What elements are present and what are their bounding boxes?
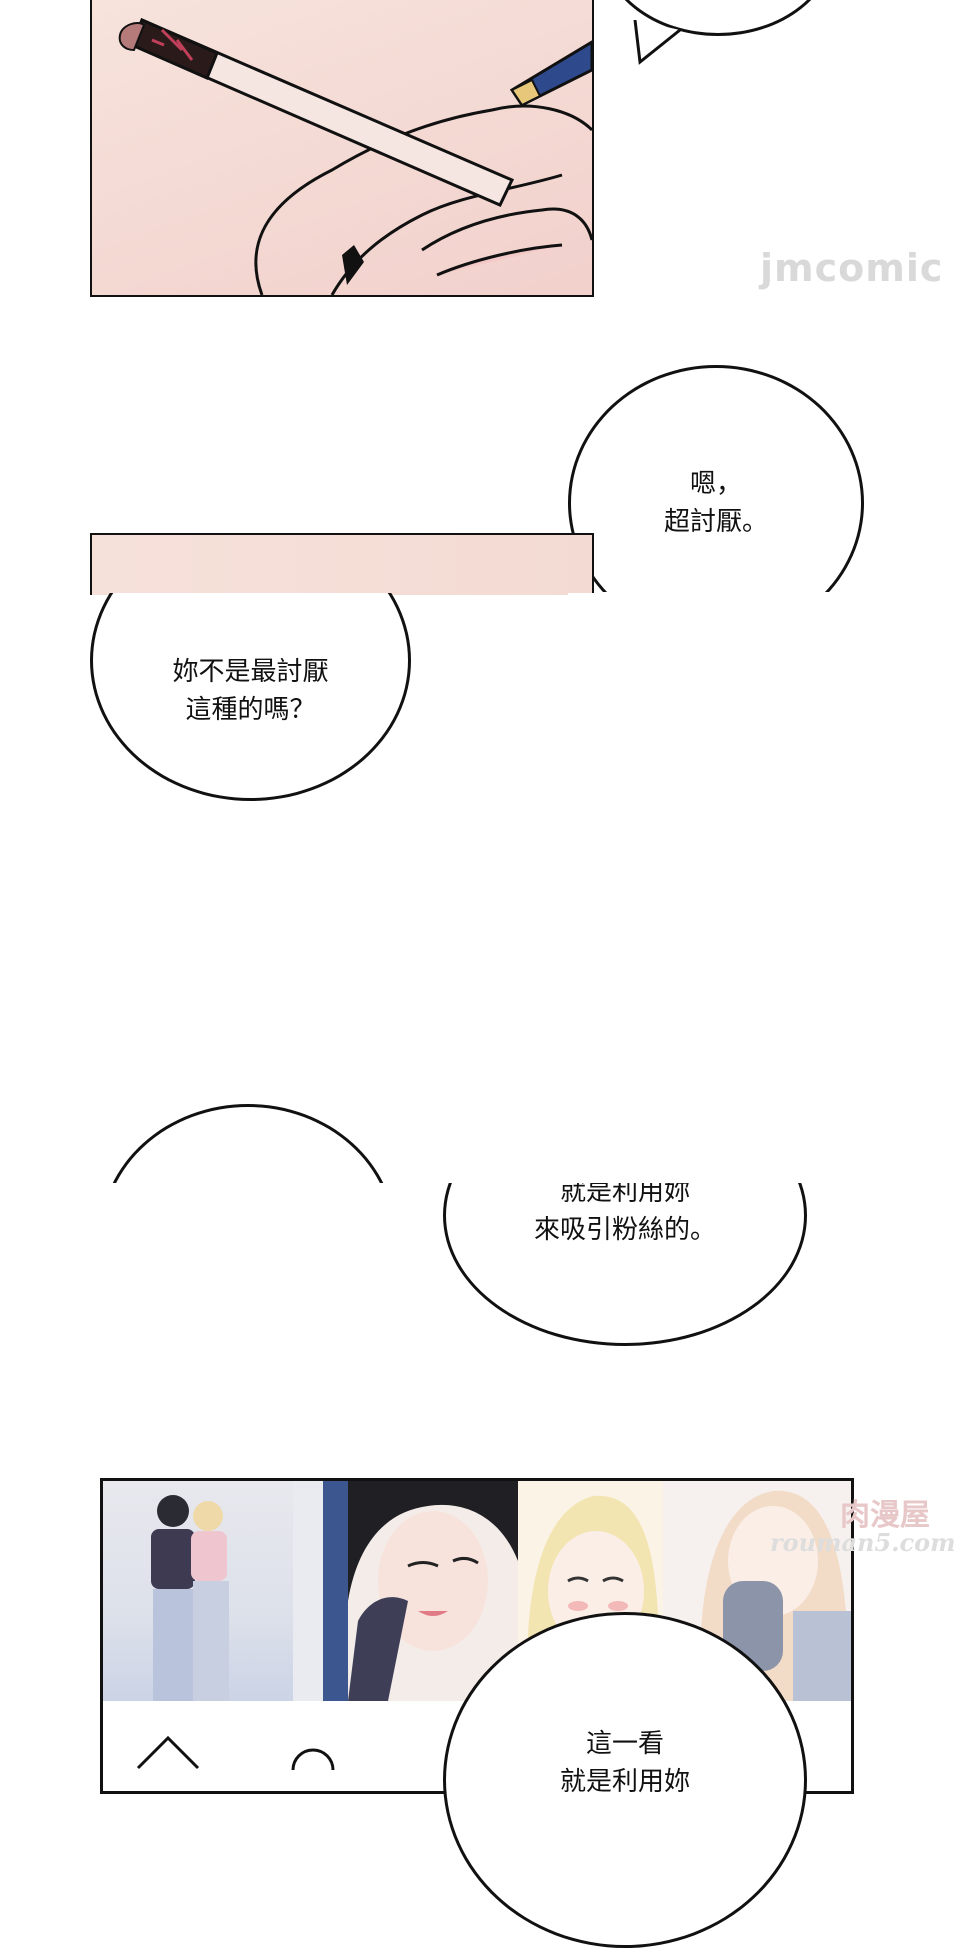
gutter-mask-3 [90, 1183, 410, 1383]
home-icon[interactable] [133, 1723, 203, 1773]
watermark-jmcomic: jmcomic [760, 246, 944, 290]
cigarette-icon [118, 18, 592, 295]
bubble-text: 這一看 就是利用妳 [559, 1729, 690, 1797]
speech-bubble-dislike: 嗯， 超討厭。 [568, 365, 864, 641]
thumbnail-two-girls [103, 1481, 293, 1701]
bubble-text: 就是利用妳 來吸引粉絲的。 [533, 1177, 716, 1245]
panel-hand-cigarette [90, 0, 594, 297]
thumbnail-blue-bar [293, 1481, 348, 1701]
bubble-tail-top [633, 20, 681, 65]
watermark-site-url: rouman5.com [770, 1528, 956, 1557]
panel-skin-strip-front [90, 533, 594, 593]
gutter-mask-4 [430, 1080, 820, 1183]
bubble-text: 嗯， 超討厭。 [663, 469, 768, 537]
speech-bubble-bottom: 這一看 就是利用妳 [443, 1612, 807, 1948]
girl-smiling-icon [348, 1481, 518, 1701]
thumbnail-dark-hair-girl [348, 1481, 518, 1701]
circle-button-icon[interactable] [288, 1725, 338, 1775]
watermark-site-cn: 肉漫屋 [840, 1498, 930, 1533]
bubble-text: 妳不是最討厭 這種的嗎？ [172, 656, 329, 725]
gutter-mask [568, 592, 888, 652]
girls-standing-icon [151, 1495, 229, 1701]
